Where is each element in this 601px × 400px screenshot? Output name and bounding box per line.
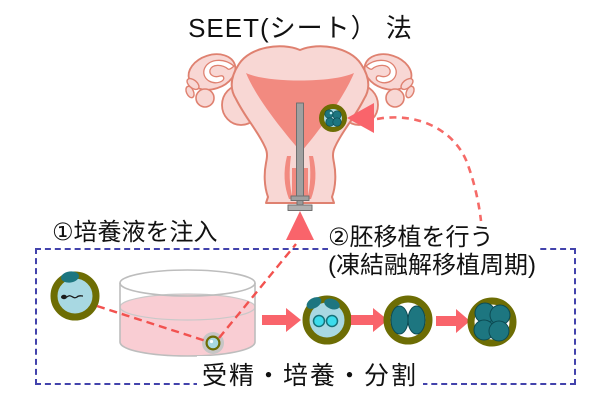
fertilized-egg <box>50 271 100 321</box>
sequence-arrow-2 <box>351 308 388 332</box>
diagram-title: SEET(シート） 法 <box>188 13 413 43</box>
uterus-illustration <box>185 45 417 211</box>
transfer-catheter <box>287 102 313 211</box>
injection-dashed-line-2 <box>218 243 297 339</box>
dish-wall <box>119 283 256 357</box>
process-caption: 受精・培養・分割 <box>197 356 424 392</box>
step1-label: ①培養液を注入 <box>52 219 218 246</box>
fimbria-end <box>195 88 215 108</box>
sperm-tail <box>66 295 84 299</box>
tube-curl <box>203 59 235 84</box>
fimbria <box>185 85 195 99</box>
injection-arrow <box>286 211 314 240</box>
step2-label-line1: ②胚移植を行う <box>328 224 494 251</box>
transfer-dashed-curve <box>376 116 483 222</box>
dish-liquid-surface <box>119 293 256 321</box>
sequence-arrow-1 <box>262 308 301 332</box>
step2-label-line2: (凍結融解移植周期) <box>328 252 536 279</box>
injection-dashed-line-1 <box>96 304 207 343</box>
sperm-icon <box>61 294 67 300</box>
embryo-in-uterus <box>319 104 347 132</box>
petri-dish <box>119 269 256 357</box>
sequence-arrow-3 <box>436 309 470 333</box>
embryo-transfer-arrow <box>347 103 374 133</box>
embryo-stage-pronuclear <box>302 295 352 345</box>
embryo-stage-two-cell <box>383 295 433 345</box>
step2-label: ②胚移植を行う (凍結融解移植周期) <box>328 224 539 282</box>
dish-rim <box>119 269 256 297</box>
embryo-stage-multi-cell <box>467 297 517 347</box>
